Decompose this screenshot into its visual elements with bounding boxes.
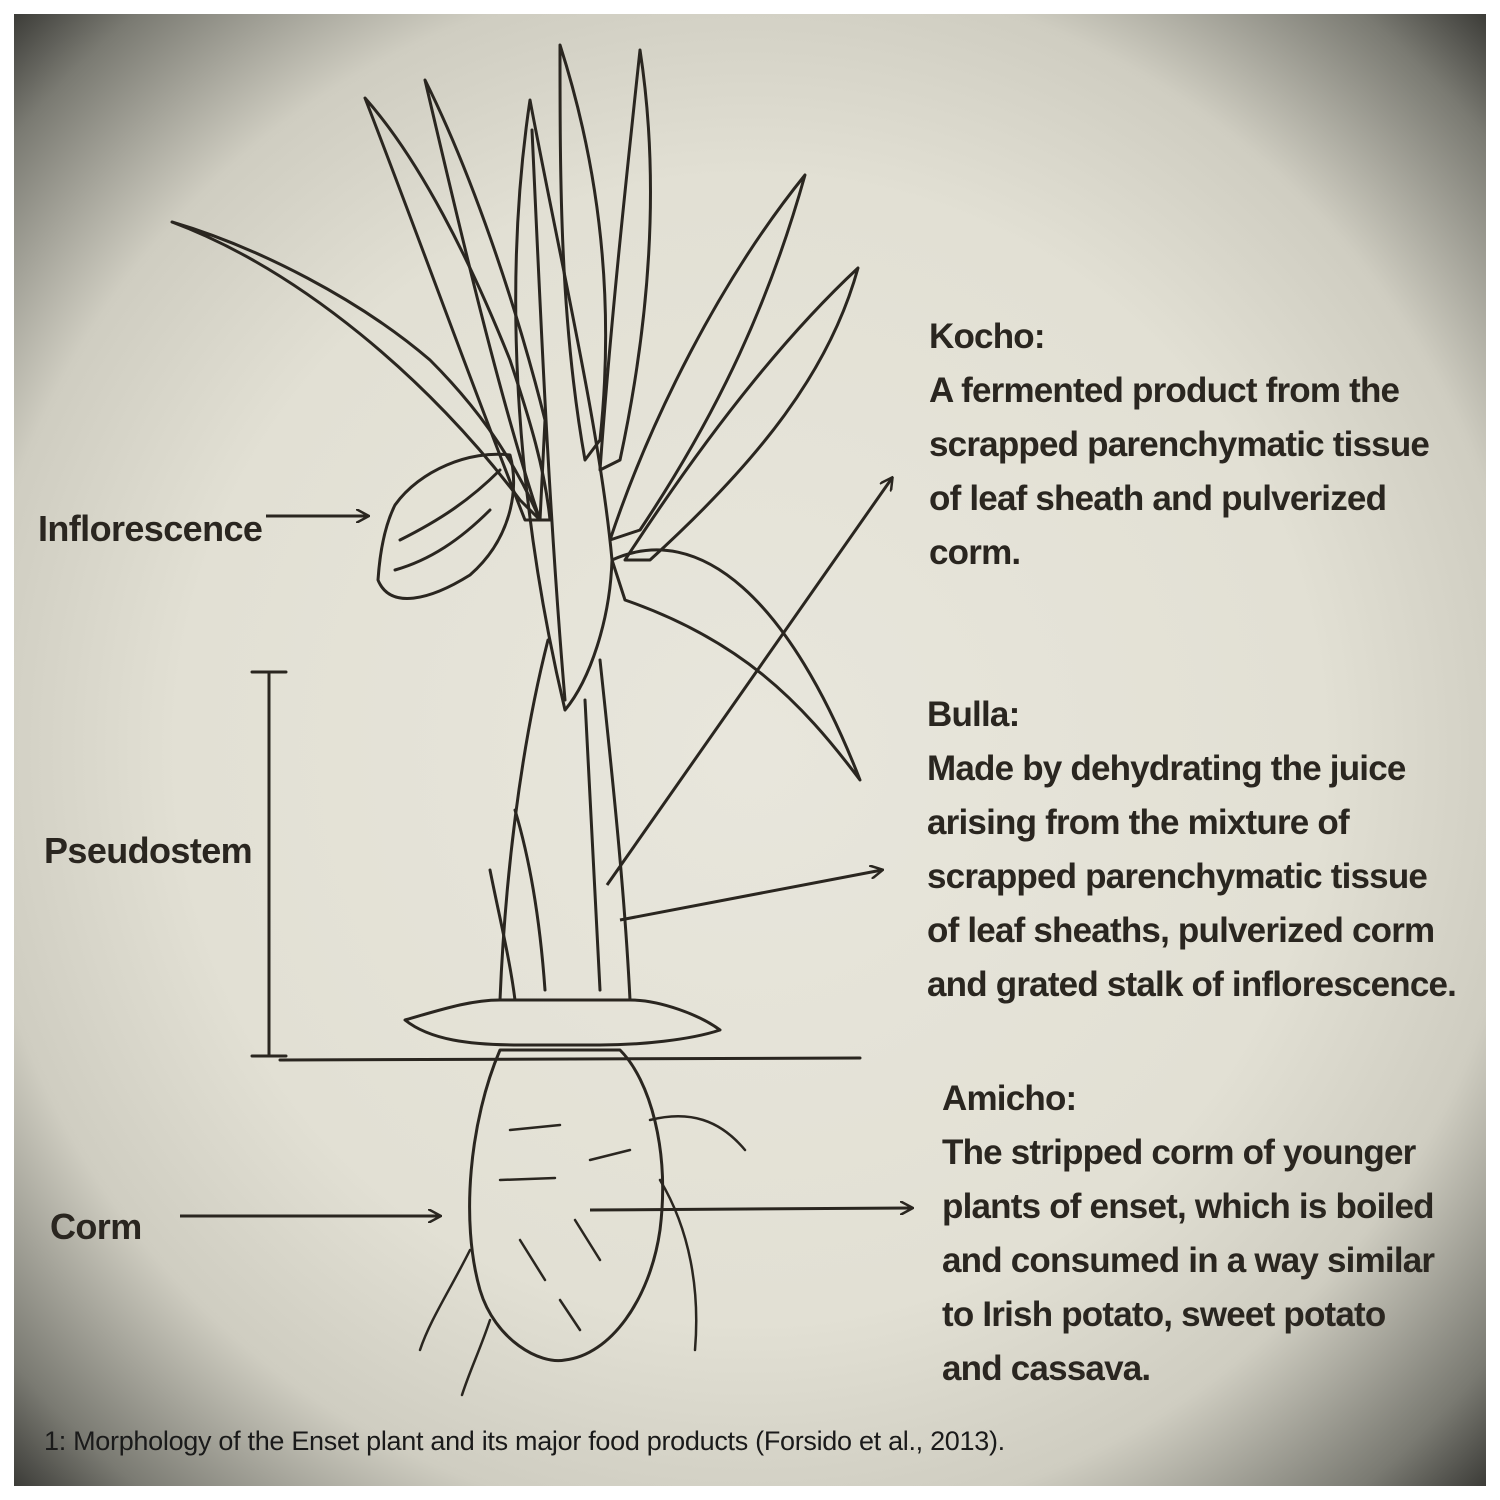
leaf-center-midrib xyxy=(530,128,567,702)
pseudostem-sheaths xyxy=(488,698,602,1002)
label-inflorescence: Inflorescence xyxy=(38,508,263,549)
kocho-title: Kocho: xyxy=(929,317,1046,356)
amicho-title: Amicho: xyxy=(942,1079,1077,1118)
label-pseudostem: Pseudostem xyxy=(44,830,253,871)
product-amicho: Amicho: The stripped corm of younger pla… xyxy=(942,1072,1435,1396)
figure-caption: 1: Morphology of the Enset plant and its… xyxy=(44,1426,1005,1456)
plant-drawing xyxy=(170,43,862,1397)
kocho-description: A fermented product from the scrapped pa… xyxy=(929,371,1430,572)
bulla-title: Bulla: xyxy=(927,695,1020,734)
leaf-right-upper xyxy=(608,173,807,542)
ground-line xyxy=(278,1056,862,1062)
leaf-right-long xyxy=(623,266,860,562)
leaf-far-left xyxy=(170,220,542,522)
leaf-right-drooping xyxy=(610,548,862,782)
product-bulla: Bulla: Made by dehydrating the juice ari… xyxy=(927,688,1457,1012)
enset-illustration xyxy=(170,43,1486,1397)
leaf-center xyxy=(514,98,614,712)
amicho-description: The stripped corm of younger plants of e… xyxy=(942,1133,1435,1388)
inflorescence-detail xyxy=(393,468,502,572)
corm-drawing xyxy=(468,1048,665,1363)
roots xyxy=(418,1115,747,1397)
arrow-amicho xyxy=(589,1208,912,1210)
label-corm: Corm xyxy=(50,1206,142,1247)
leaf-top-tall xyxy=(558,43,608,462)
bulla-description: Made by dehydrating the juice arising fr… xyxy=(927,749,1457,1004)
paper-background xyxy=(14,14,1486,1486)
arrow-kocho xyxy=(605,478,892,886)
leaf-top-right xyxy=(598,48,652,472)
pointer-arrows xyxy=(180,478,912,1216)
ground-flare xyxy=(403,998,722,1047)
leaf-left-upper xyxy=(363,96,552,522)
arrow-bulla xyxy=(619,870,882,922)
figure-frame: Inflorescence Pseudostem Corm Kocho: A f… xyxy=(14,14,1486,1486)
pseudostem-bracket xyxy=(250,670,288,1058)
corm-texture xyxy=(498,1123,632,1332)
inflorescence-drawing xyxy=(376,452,516,600)
product-kocho: Kocho: A fermented product from the scra… xyxy=(929,310,1430,580)
